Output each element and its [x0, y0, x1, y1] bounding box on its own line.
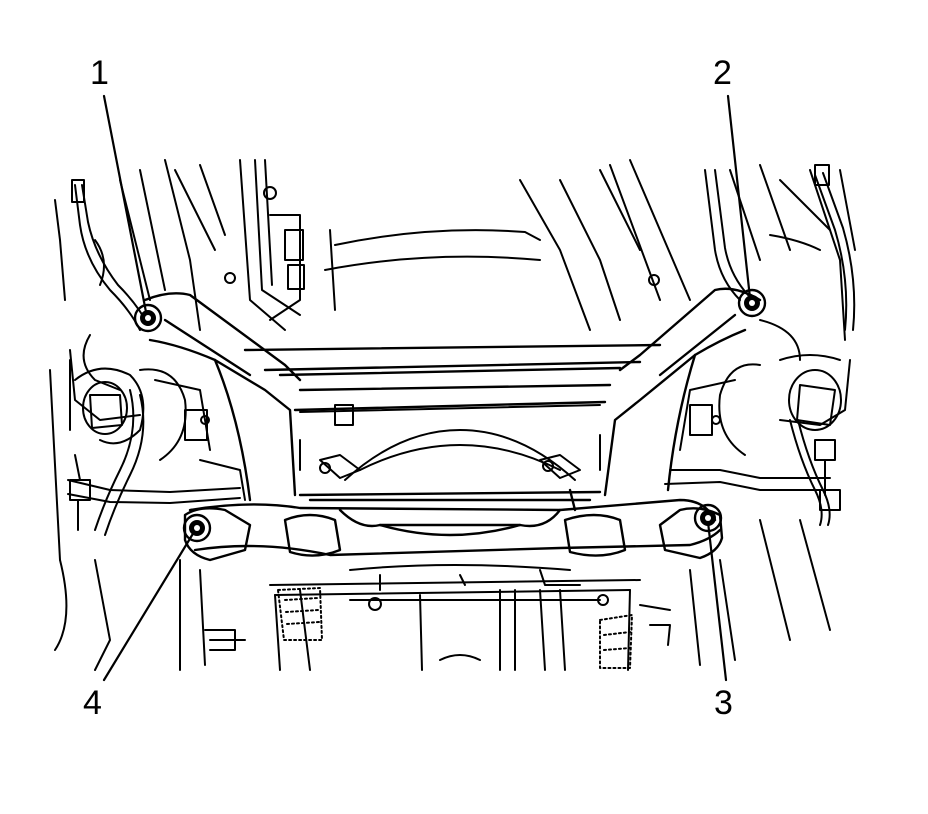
fastener-2	[737, 288, 767, 318]
leader-line-2	[726, 94, 752, 300]
callout-label-2: 2	[713, 54, 732, 92]
left-wiring-harness	[69, 179, 149, 536]
rear-subframe	[143, 287, 762, 562]
fastener-1	[133, 303, 163, 333]
callout-label-3: 3	[714, 684, 733, 722]
differential-housing	[299, 404, 601, 481]
callout-label-1: 1	[90, 54, 109, 92]
fastener-4	[182, 513, 212, 543]
callout-label-4: 4	[83, 684, 102, 722]
underbody-structure	[49, 159, 856, 671]
left-knuckle-assembly	[67, 349, 246, 504]
leader-line-4	[102, 530, 196, 682]
leader-line-3	[706, 520, 728, 682]
lower-shield-panel	[204, 564, 671, 671]
right-knuckle-assembly	[664, 354, 851, 491]
leader-line-1	[102, 94, 148, 314]
leader-lines	[102, 94, 752, 682]
